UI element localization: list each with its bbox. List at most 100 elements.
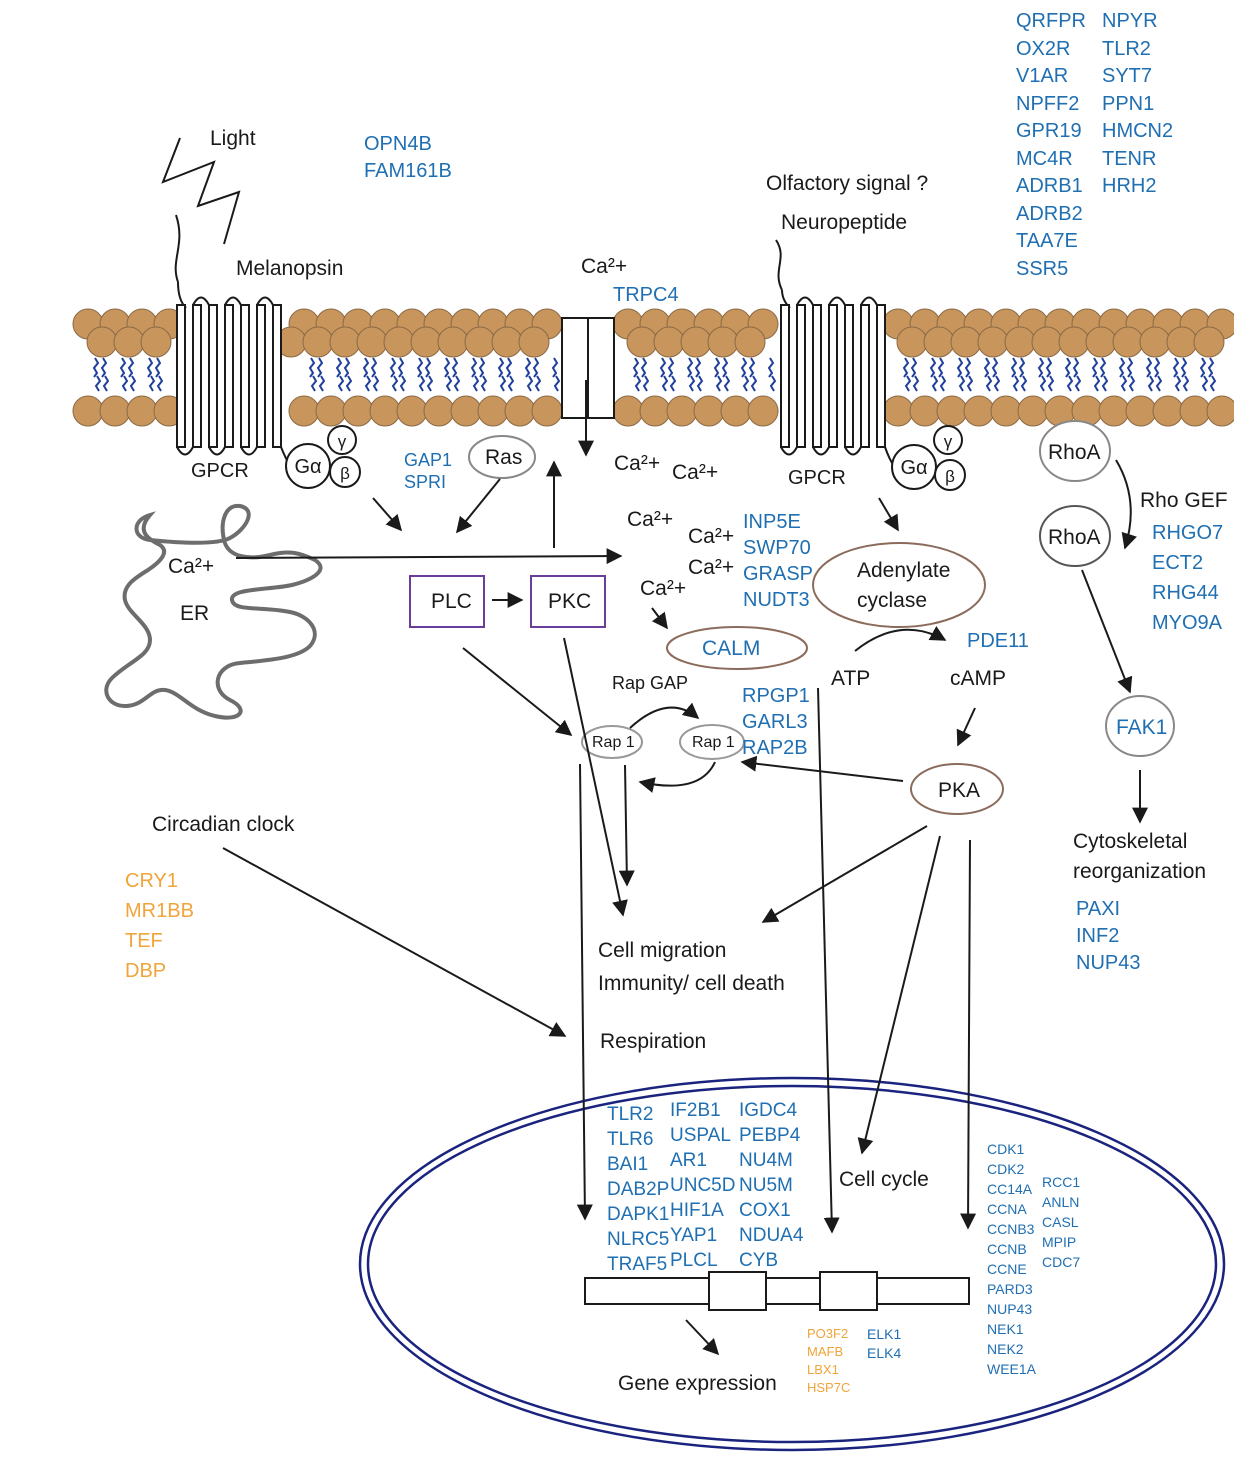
cell-cycle-gene-list-1: CDK1 CDK2 CC14A CCNA CCNB3 CCNB CCNE PAR… [987,1139,1036,1379]
lipid-tail [534,375,542,392]
lipid-tail [688,375,696,392]
lipid-tail [1047,375,1055,392]
lipid-tail [335,357,343,378]
lipid-tail [1180,357,1188,378]
lipid-tail [391,375,399,392]
gene-item: ELK4 [867,1345,902,1361]
gene-item: RHG44 [1152,582,1219,604]
neuropeptide-label: Neuropeptide [781,211,908,234]
lipid-tail [499,375,507,392]
lipid-tail [453,375,461,392]
lipid-tail [634,375,642,392]
lipid-tail [345,375,353,392]
lipid-tail [318,375,326,392]
ras-ellipse [468,435,536,479]
membrane-tails [92,357,1217,392]
gene-item: ADRB1 [1016,175,1083,197]
lipid-tail [418,375,426,392]
gene-item: NPFF2 [1016,92,1080,115]
lipid-tail [904,375,912,392]
galpha-right-label: Gα [900,457,927,479]
lipid-tail [445,375,453,392]
lipid-tail [1099,357,1107,378]
cytoskeletal-label: Cytoskeletal [1073,830,1188,853]
lipid-tail [526,375,534,392]
lipid-head [882,395,914,427]
lipid-tail [480,375,488,392]
lipid-head [896,326,928,358]
rap-gap-label: Rap GAP [612,673,689,693]
gene-item: PDE11 [967,630,1029,652]
gene-item: CC14A [987,1181,1033,1197]
lipid-head [1098,395,1130,427]
lipid-tail [424,357,432,378]
adenylate-cyclase-ellipse [812,542,986,628]
lipid-tail [310,375,318,392]
lipid-head [140,326,172,358]
lipid-tail [1045,357,1053,378]
respiration-label: Respiration [600,1030,707,1053]
gamma-left-label: γ [338,432,347,451]
lipid-tail [1072,357,1080,378]
nucleus-gene-list-2: IF2B1 USPAL AR1 UNC5D HIF1A YAP1 PLCL [670,1098,735,1273]
gene-item: SSR5 [1016,257,1069,280]
cell-cycle-label: Cell cycle [839,1168,929,1191]
lipid-tail [993,375,1001,392]
lipid-tail [416,357,424,378]
lipid-tail [337,375,345,392]
gene-item: GRASP [743,563,814,585]
lipid-head [1193,326,1225,358]
plc-box [409,575,485,628]
gene-item: IGDC4 [739,1100,798,1121]
lipid-tail [472,375,480,392]
calcium-gene-list: INP5E SWP70 GRASP NUDT3 [743,509,813,613]
gpcr-left-label: GPCR [191,460,249,482]
trpc4-channel [561,317,615,419]
lipid-head [747,395,779,427]
lipid-tail [767,357,775,378]
gene-item: RAP2B [742,737,808,759]
gene-item: NEK1 [987,1321,1024,1337]
plc-label: PLC [431,590,472,613]
gene-item: TLR6 [607,1129,654,1150]
lipid-tail [1209,375,1217,392]
lipid-tail [94,375,102,392]
gene-item: NEK2 [987,1341,1024,1357]
ca-label-1: Ca²+ [614,452,661,475]
lipid-tail [129,375,137,392]
gene-item: V1AR [1016,65,1069,87]
lipid-tail [1126,357,1134,378]
gene-item: MC4R [1016,147,1073,170]
lipid-tail [659,357,667,378]
beta-right-label: β [945,467,955,486]
lipid-tail [451,357,459,378]
gamma-right-label: γ [944,432,953,451]
lipid-tail [1091,357,1099,378]
lipid-head [1058,326,1090,358]
lipid-tail [902,357,910,378]
lipid-head [369,395,401,427]
lipid-tail [505,357,513,378]
lipid-tail [740,357,748,378]
lipid-tail [910,357,918,378]
gpcr-gene-list-1: QRFPR OX2R V1AR NPFF2 GPR19 MC4R ADRB1 A… [1016,8,1086,283]
lipid-head [1152,395,1184,427]
lipid-tail [742,375,750,392]
galpha-left-label: Gα [294,456,321,478]
lipid-tail [470,357,478,378]
gene-item: ANLN [1042,1194,1080,1210]
lipid-head [72,395,104,427]
gene-item: COX1 [739,1200,791,1221]
lipid-head [437,326,469,358]
lipid-tail [931,375,939,392]
lipid-tail [1153,357,1161,378]
pkc-box [530,575,606,628]
lipid-tail [443,357,451,378]
gene-item: SWP70 [743,537,811,559]
pka-ellipse [910,763,1004,815]
gene-item: OPN4B [364,133,432,155]
lipid-tail [1147,375,1155,392]
gene-expression-label: Gene expression [618,1372,777,1395]
lipid-head [639,395,671,427]
lipid-tail [100,357,108,378]
